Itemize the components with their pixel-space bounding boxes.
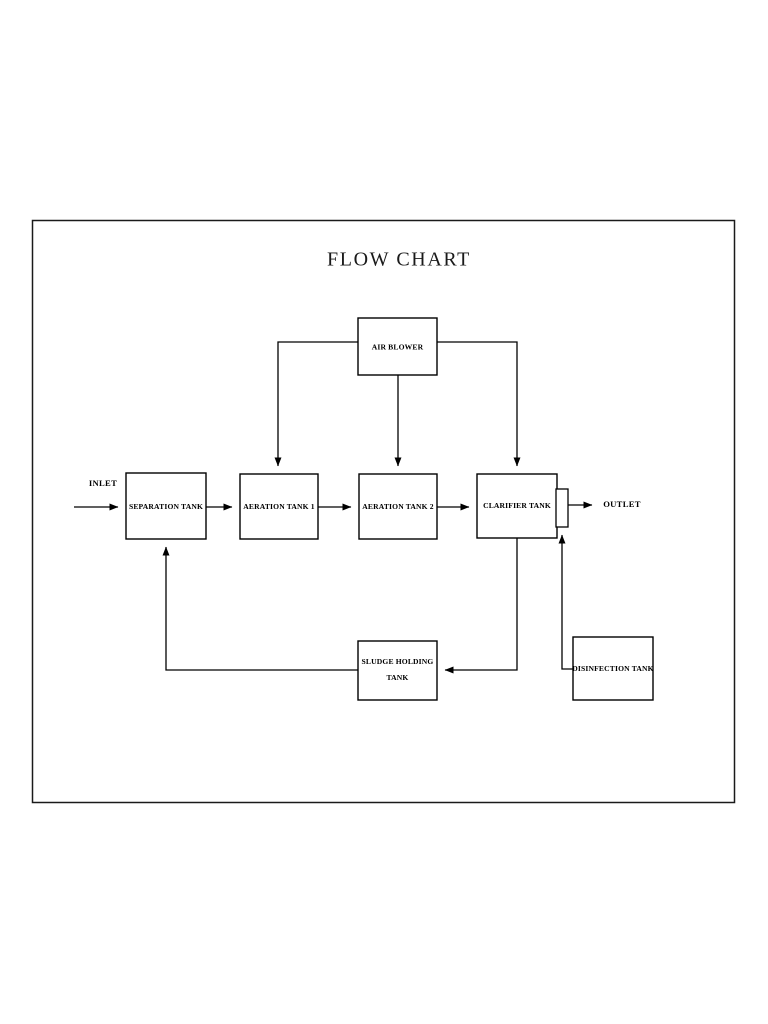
aeration-tank-1-label: AERATION TANK 1 bbox=[243, 502, 314, 511]
node-clarifier-tank[interactable]: CLARIFIER TANK bbox=[476, 473, 558, 539]
sludge-holding-tank-label-line-1: SLUDGE HOLDING bbox=[362, 657, 434, 666]
node-sludge-holding-tank[interactable]: SLUDGE HOLDING TANK bbox=[357, 640, 438, 701]
outlet-label: OUTLET bbox=[603, 499, 641, 509]
aeration-tank-2-label: AERATION TANK 2 bbox=[362, 502, 433, 511]
node-air-blower[interactable]: AIR BLOWER bbox=[357, 317, 438, 376]
clarifier-outlet-port-box[interactable] bbox=[555, 488, 569, 528]
clarifier-tank-box[interactable] bbox=[476, 473, 558, 539]
disinfection-tank-label: DISINFECTION TANK bbox=[572, 664, 653, 673]
edge-air-blower-to-clarifier-tank bbox=[437, 341, 521, 467]
disinfection-tank-box[interactable] bbox=[572, 636, 654, 701]
clarifier-tank-label: CLARIFIER TANK bbox=[483, 501, 551, 510]
inlet-label: INLET bbox=[89, 478, 117, 488]
node-disinfection-tank[interactable]: DISINFECTION TANK bbox=[572, 636, 654, 701]
aeration-tank-2-box[interactable] bbox=[358, 473, 438, 540]
edge-air-blower-to-aeration-tank-1 bbox=[274, 341, 358, 467]
edge-disinfection-tank-to-clarifier-port bbox=[558, 534, 573, 670]
sludge-holding-tank-label-line-2: TANK bbox=[387, 673, 409, 682]
separation-tank-box[interactable] bbox=[125, 472, 207, 540]
node-aeration-tank-1[interactable]: AERATION TANK 1 bbox=[239, 473, 319, 540]
edge-clarifier-tank-to-sludge-holding-tank bbox=[444, 538, 518, 674]
node-aeration-tank-2[interactable]: AERATION TANK 2 bbox=[358, 473, 438, 540]
air-blower-label: AIR BLOWER bbox=[372, 342, 424, 351]
edge-sludge-holding-tank-to-separation-tank bbox=[162, 546, 358, 671]
air-blower-box[interactable] bbox=[357, 317, 438, 376]
separation-tank-label: SEPARATION TANK bbox=[129, 502, 203, 511]
aeration-tank-1-box[interactable] bbox=[239, 473, 319, 540]
page-title: FLOW CHART bbox=[327, 249, 471, 271]
sludge-holding-tank-box[interactable] bbox=[357, 640, 438, 701]
node-separation-tank[interactable]: SEPARATION TANK bbox=[125, 472, 207, 540]
